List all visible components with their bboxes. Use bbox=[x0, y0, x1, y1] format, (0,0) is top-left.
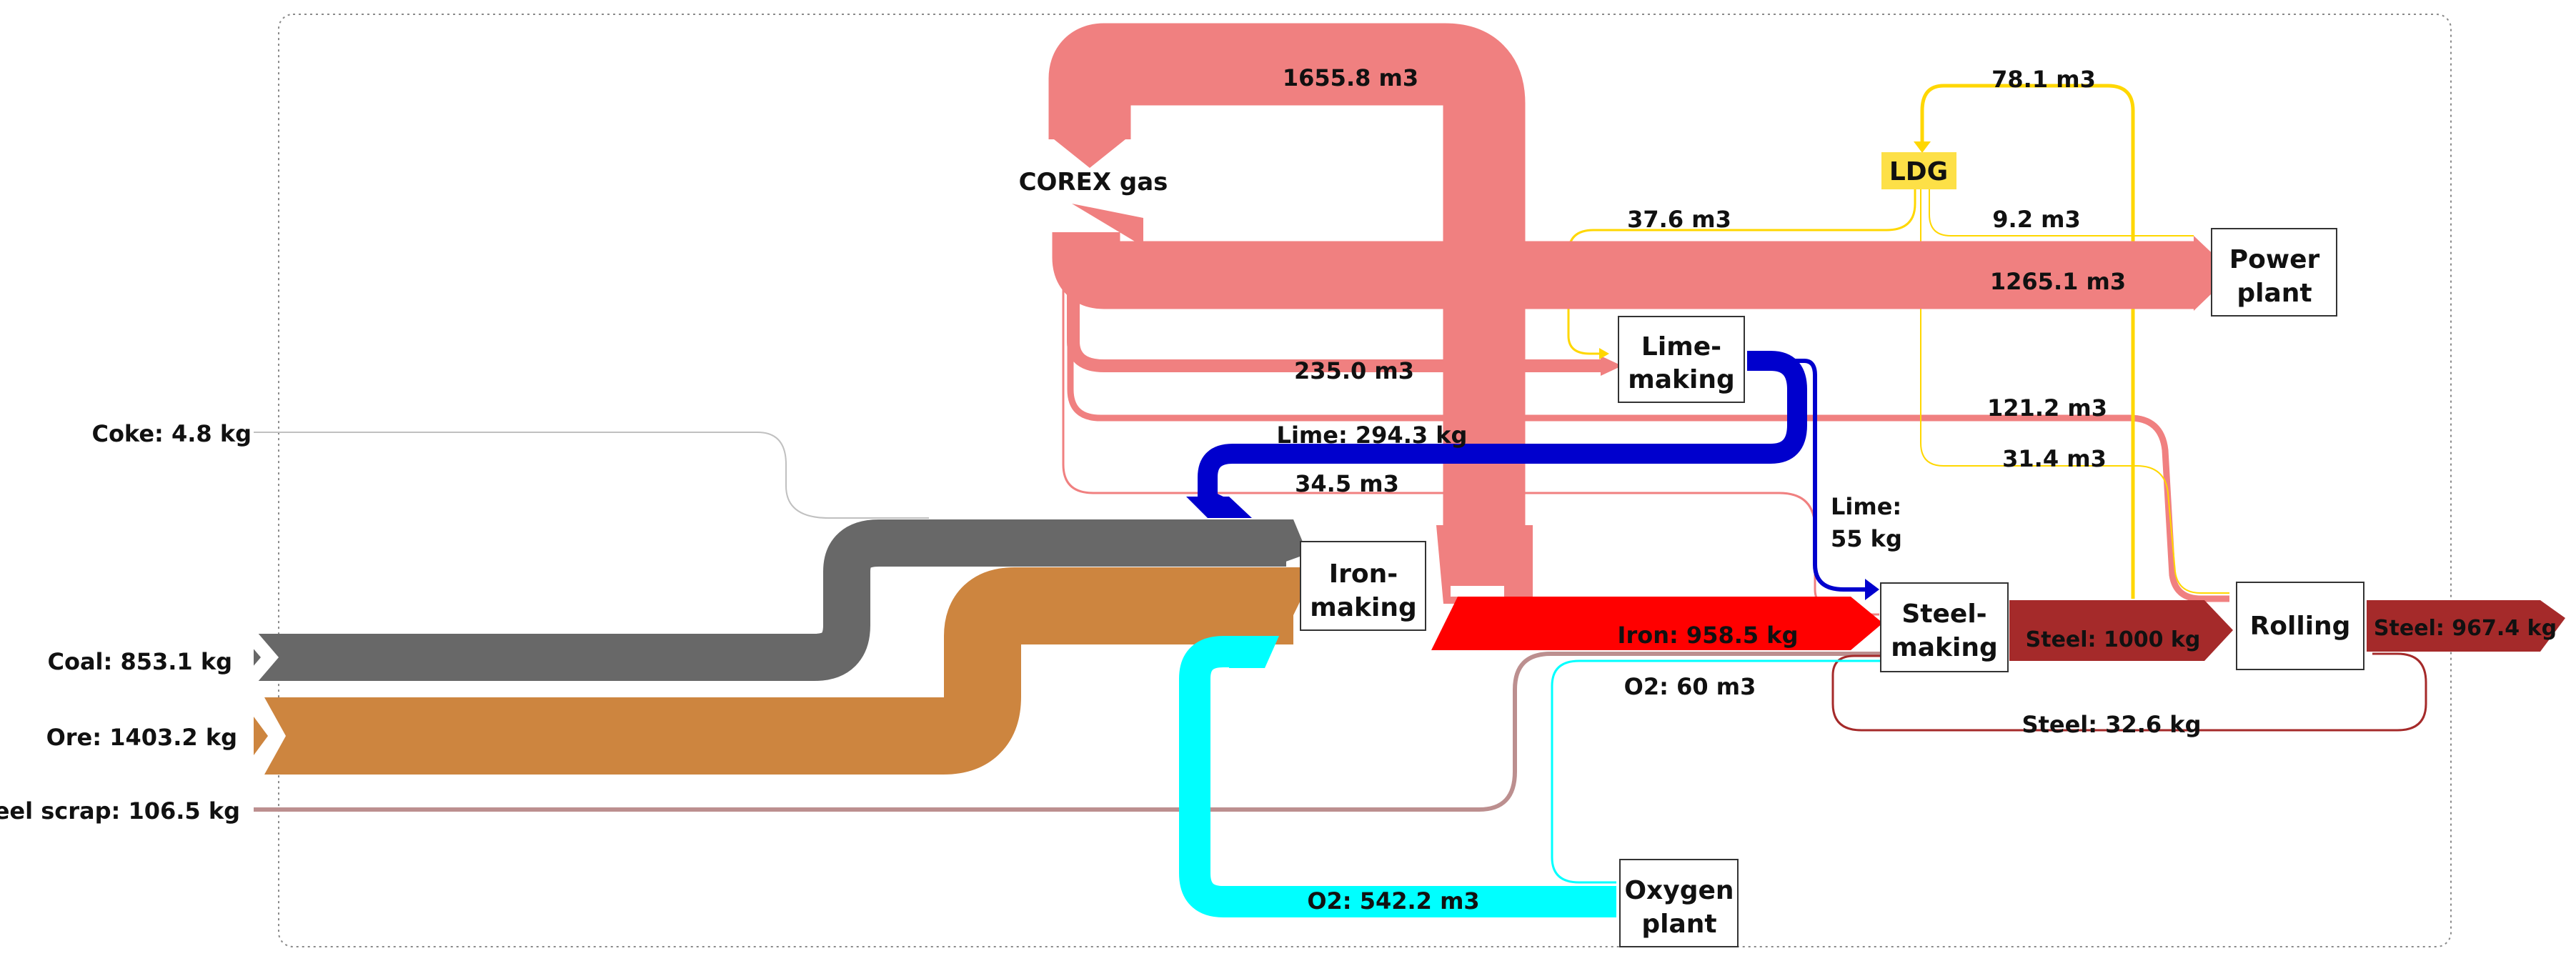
flow-ldg-rolling bbox=[1920, 182, 2229, 594]
arrow-corex-loop bbox=[1054, 139, 1125, 168]
arrow-lime-iron bbox=[1186, 497, 1252, 518]
node-corex-gas: COREX gas bbox=[1019, 168, 1168, 196]
label-coal: Coal: 853.1 kg bbox=[47, 648, 232, 675]
steel-making-label-1: Steel- bbox=[1901, 599, 1986, 629]
label-corex-loop: 1655.8 m3 bbox=[1283, 64, 1418, 91]
label-lime-steel-2: 55 kg bbox=[1831, 525, 1902, 552]
label-corex-rolling: 121.2 m3 bbox=[1987, 394, 2107, 422]
lime-making-box bbox=[1618, 316, 1745, 403]
node-iron-making: Iron- making bbox=[1300, 541, 1426, 631]
flow-steel-scrap bbox=[254, 652, 1886, 812]
power-plant-label-1: Power bbox=[2229, 245, 2320, 274]
label-lime-iron: Lime: 294.3 kg bbox=[1277, 422, 1468, 449]
flow-iron bbox=[1431, 597, 1883, 650]
iron-making-label-1: Iron- bbox=[1329, 559, 1398, 589]
arrow-ldg-loop bbox=[1914, 141, 1931, 153]
iron-making-label-2: making bbox=[1310, 593, 1416, 622]
arrow-o2-iron bbox=[1229, 636, 1279, 668]
flow-lime-steel bbox=[1747, 359, 1866, 592]
node-oxygen-plant: Oxygen plant bbox=[1619, 859, 1739, 947]
rolling-label: Rolling bbox=[2250, 612, 2351, 641]
arrow-ldg-lime bbox=[1599, 348, 1609, 359]
arrow-coal-out bbox=[1272, 519, 1308, 567]
oxygen-plant-label-1: Oxygen bbox=[1624, 876, 1734, 905]
lime-making-label-2: making bbox=[1628, 365, 1734, 394]
flow-o2-iron bbox=[1179, 636, 1616, 917]
flow-corex-rolling bbox=[1067, 232, 2229, 602]
flow-ldg-lime bbox=[1567, 182, 1916, 355]
corex-gas-label: COREX gas bbox=[1019, 168, 1168, 196]
label-steel-out: Steel: 1000 kg bbox=[2026, 627, 2201, 652]
label-o2-iron: O2: 542.2 m3 bbox=[1307, 887, 1479, 915]
arrow-ore-in bbox=[239, 697, 286, 775]
steel-making-box bbox=[1880, 582, 2009, 672]
label-lime-steel-1: Lime: bbox=[1831, 493, 1901, 520]
iron-making-box bbox=[1300, 541, 1426, 631]
oxygen-plant-box bbox=[1619, 859, 1739, 947]
flow-steel-final bbox=[2367, 600, 2565, 652]
flow-steel-out bbox=[2009, 600, 2233, 661]
label-ldg-rolling: 31.4 m3 bbox=[2002, 445, 2107, 472]
power-plant-label-2: plant bbox=[2237, 279, 2312, 308]
label-steel-final: Steel: 967.4 kg bbox=[2374, 616, 2557, 641]
flow-corex-power-head bbox=[1072, 204, 1143, 247]
label-ldg-power: 9.2 m3 bbox=[1992, 206, 2080, 233]
flow-steel-loop bbox=[1831, 652, 2427, 732]
node-ldg: LDG bbox=[1881, 152, 1956, 189]
label-corex-lime: 235.0 m3 bbox=[1294, 357, 1414, 384]
label-ldg-lime: 37.6 m3 bbox=[1627, 206, 1731, 233]
flow-ldg-power bbox=[1929, 182, 2194, 236]
label-steel-scrap: Steel scrap: 106.5 kg bbox=[0, 797, 240, 825]
arrow-o2-iron-end bbox=[1601, 886, 1616, 917]
label-ore: Ore: 1403.2 kg bbox=[46, 724, 237, 751]
node-rolling: Rolling bbox=[2236, 582, 2364, 670]
flow-coal bbox=[254, 519, 1286, 681]
node-steel-making: Steel- making bbox=[1880, 582, 2009, 672]
arrow-corex-loop-iron bbox=[1436, 525, 1533, 604]
label-iron: Iron: 958.5 kg bbox=[1618, 622, 1799, 649]
lime-making-label-1: Lime- bbox=[1641, 332, 1721, 362]
flow-corex-loop bbox=[1048, 23, 1526, 586]
arrow-coal-in bbox=[239, 632, 279, 682]
flow-ldg-loop bbox=[1920, 84, 2135, 599]
oxygen-plant-label-2: plant bbox=[1641, 910, 1716, 939]
arrow-lime-steel bbox=[1865, 579, 1879, 600]
power-plant-box bbox=[2211, 228, 2337, 317]
flow-corex-lime bbox=[1067, 232, 1601, 372]
flow-ore bbox=[254, 567, 1293, 775]
label-ldg-loop: 78.1 m3 bbox=[1991, 66, 2096, 93]
label-corex-power: 1265.1 m3 bbox=[1990, 268, 2126, 295]
flow-corex-power bbox=[1052, 232, 2194, 309]
flow-lime-iron bbox=[1198, 351, 1807, 518]
ldg-label: LDG bbox=[1889, 157, 1948, 186]
ldg-box bbox=[1881, 152, 1956, 189]
steel-making-label-2: making bbox=[1891, 633, 1997, 662]
node-lime-making: Lime- making bbox=[1618, 316, 1745, 403]
label-coke: Coke: 4.8 kg bbox=[91, 420, 252, 447]
node-power-plant: Power plant bbox=[2211, 228, 2337, 317]
arrow-corex-lime bbox=[1601, 356, 1622, 376]
label-o2-steel: O2: 60 m3 bbox=[1624, 673, 1756, 700]
flow-coke bbox=[254, 432, 929, 519]
rolling-box bbox=[2236, 582, 2364, 670]
label-corex-steel: 34.5 m3 bbox=[1295, 470, 1399, 497]
flow-o2-steel bbox=[1551, 659, 1886, 884]
label-steel-loop: Steel: 32.6 kg bbox=[2022, 711, 2202, 738]
